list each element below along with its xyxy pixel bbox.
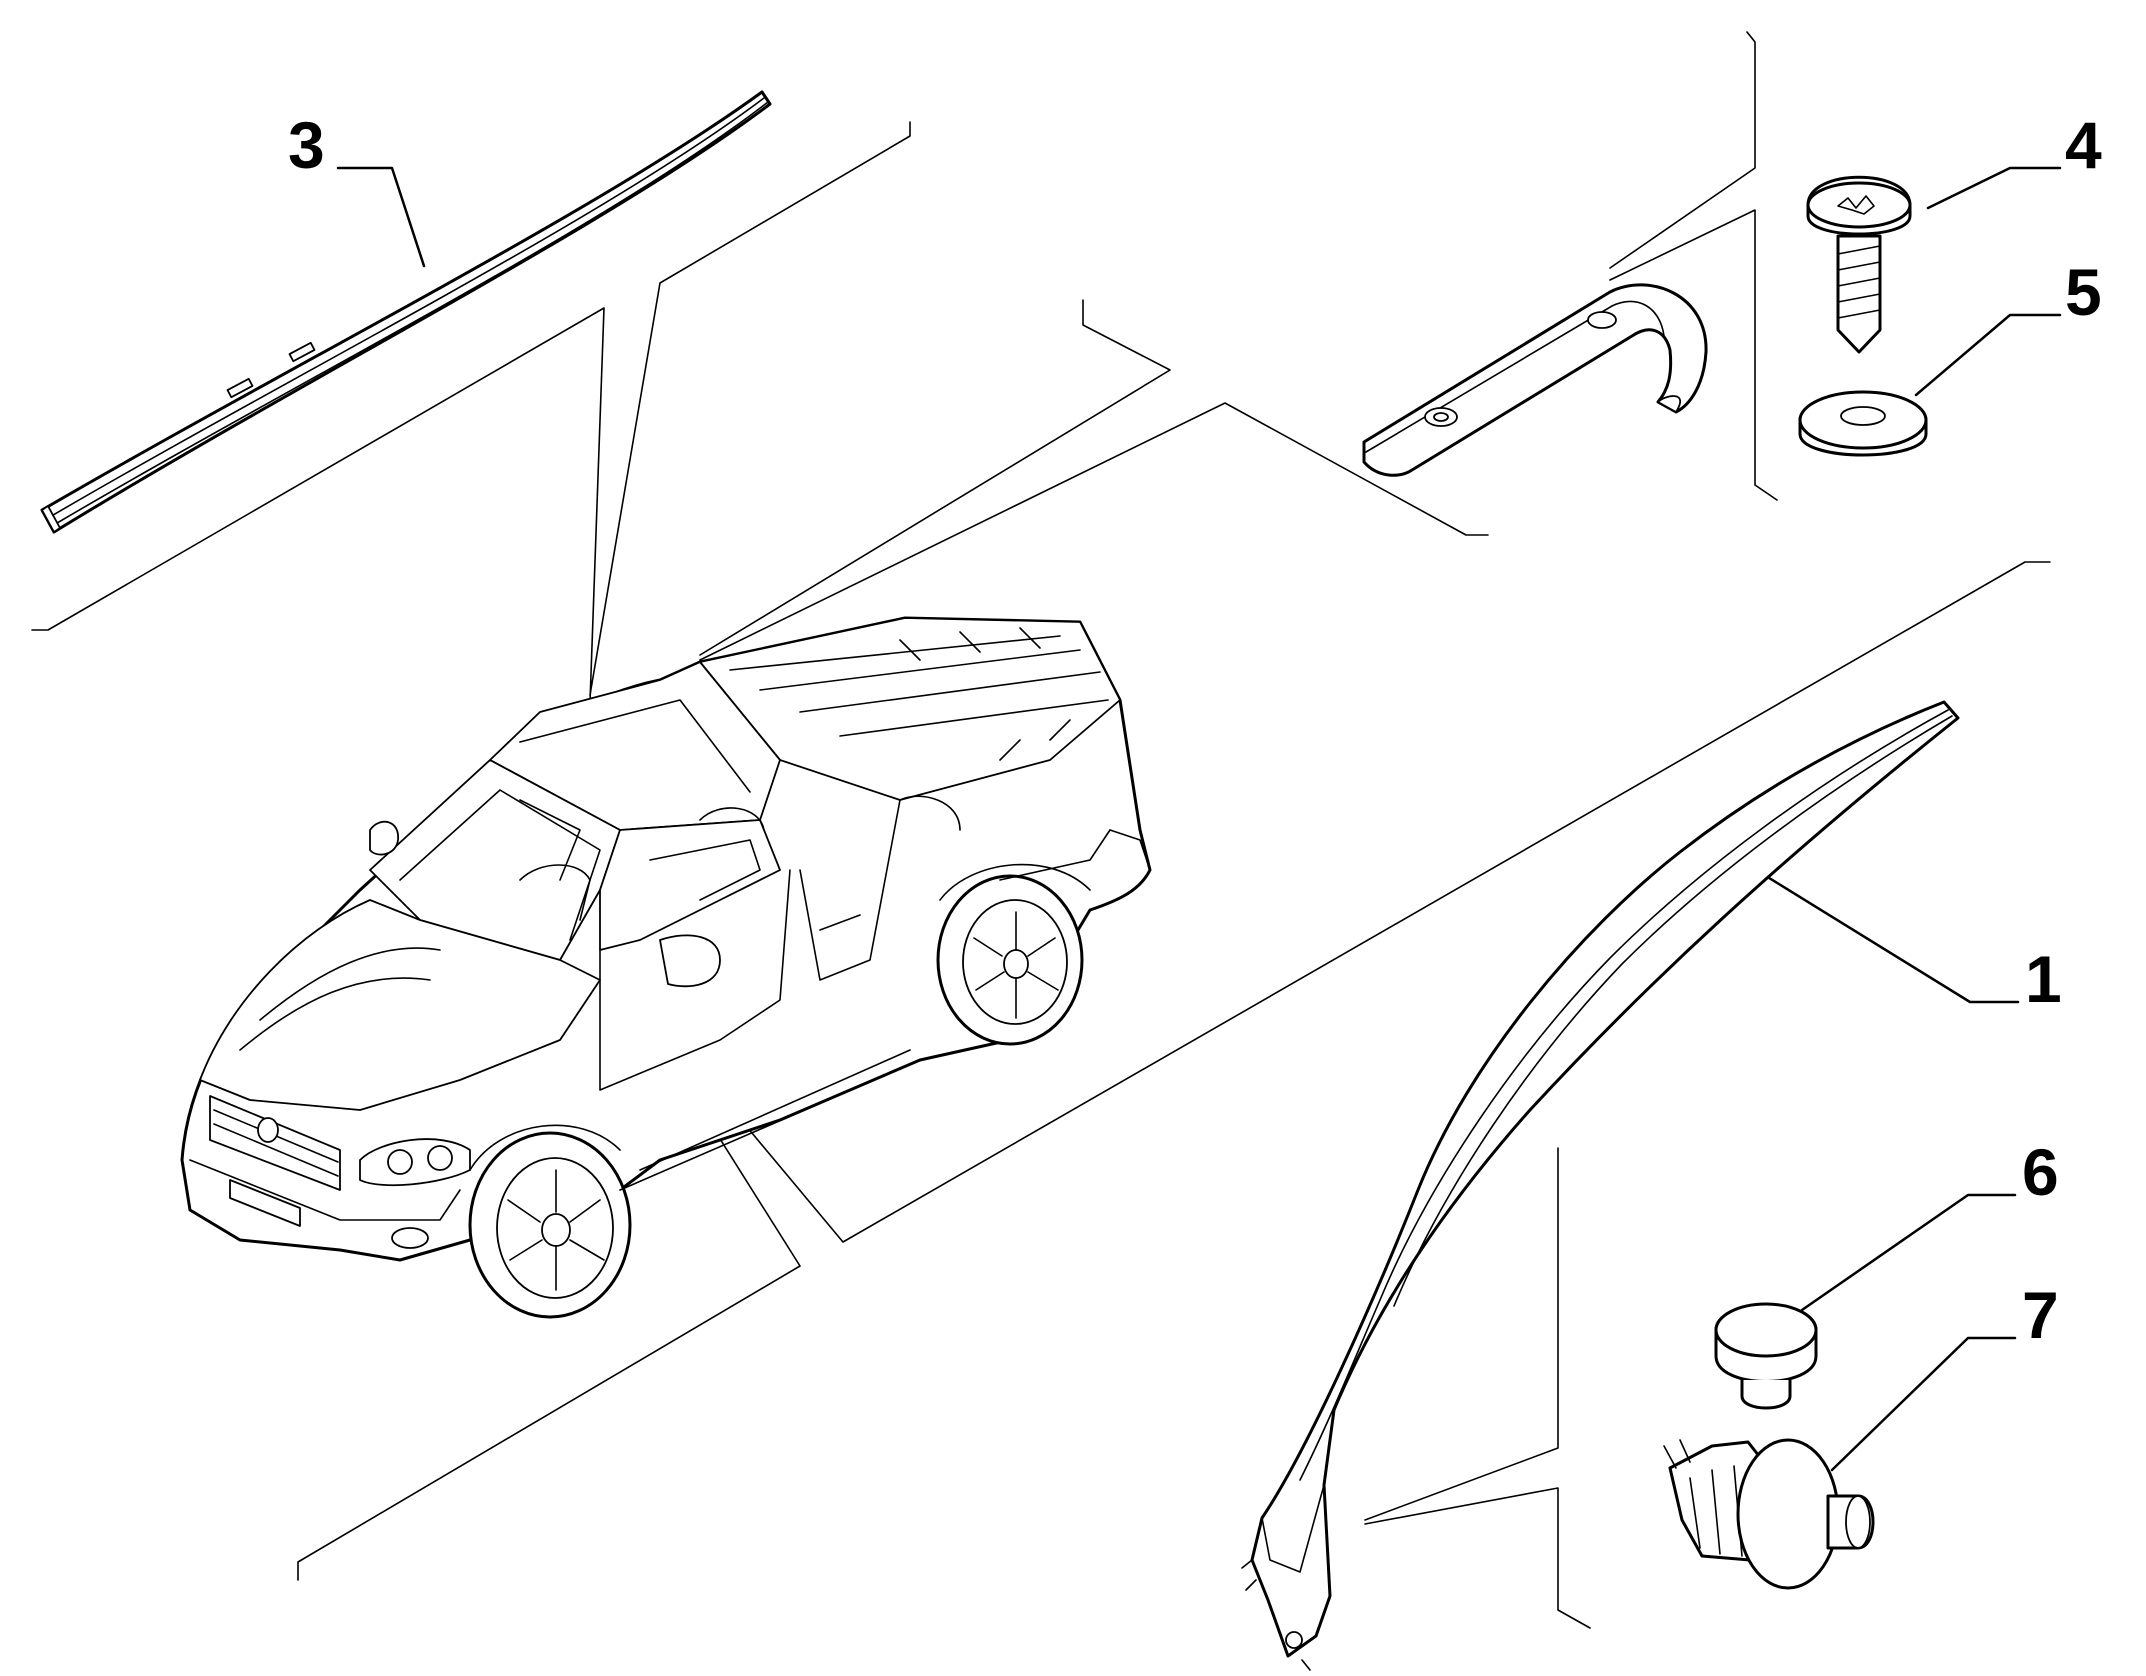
washer-part-5 (1798, 390, 1928, 457)
screw-part-4 (1806, 175, 1912, 354)
callout-label-7: 7 (2022, 1278, 2059, 1352)
leader-lines (336, 166, 2062, 1472)
rear-wheel (936, 863, 1091, 1046)
pillar-moulding-part-1 (1241, 700, 1960, 1671)
callout-label-1: 1 (2025, 942, 2062, 1016)
callout-label-5: 5 (2065, 255, 2102, 329)
callout-label-4: 4 (2065, 108, 2102, 182)
plug-part-6 (1714, 1302, 1818, 1410)
callout-label-6: 6 (2022, 1135, 2059, 1209)
push-clip-part-7 (1663, 1438, 1875, 1590)
retaining-clip-part (1362, 283, 1708, 477)
vehicle-pickup-truck (180, 616, 1152, 1319)
roof-moulding-part-3 (40, 90, 772, 534)
front-wheel (468, 1124, 632, 1319)
callout-label-3: 3 (288, 108, 325, 182)
